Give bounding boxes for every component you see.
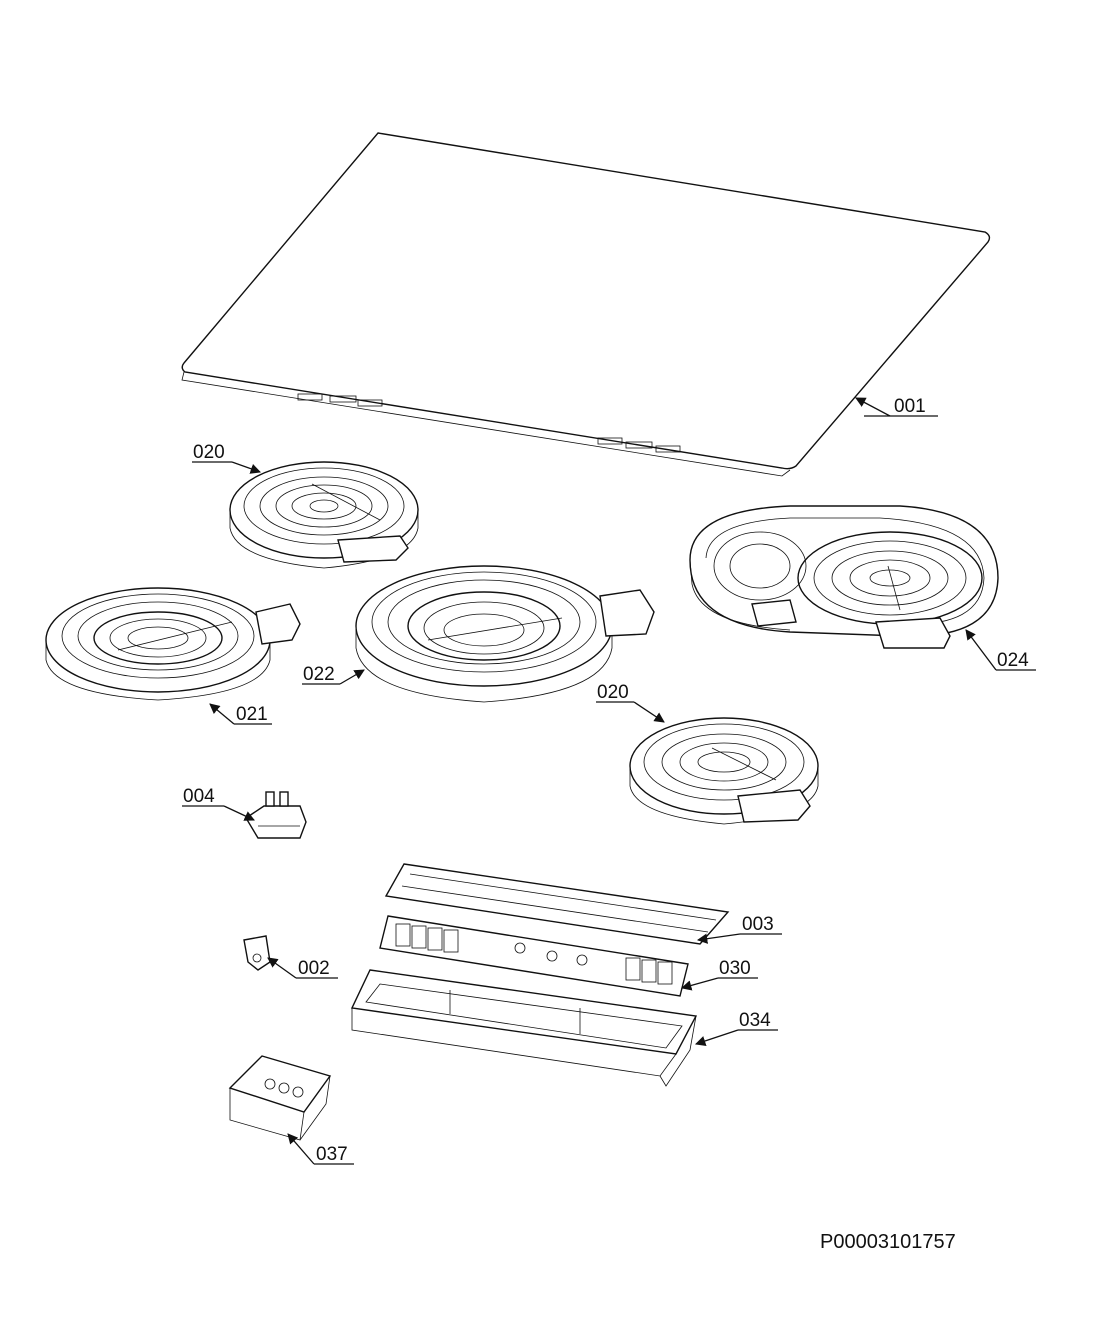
electronic-board [379,915,689,997]
radiant-element-dual-center [355,565,655,703]
label-003: 003 [742,914,774,935]
label-037: 037 [316,1144,348,1165]
board-housing [350,969,698,1087]
label-002: 002 [298,958,330,979]
label-001: 001 [894,396,926,417]
radiant-element-dual-left [45,587,301,701]
label-034: 034 [739,1010,771,1031]
label-004: 004 [183,786,215,807]
control-film [384,863,730,945]
fixing-clip [243,935,271,971]
label-021: 021 [236,704,268,725]
radiant-element-oval-right [689,505,999,649]
radiant-element-small-a [229,461,419,569]
label-020-top: 020 [193,442,225,463]
glass-cooktop-panel [181,132,991,477]
label-024: 024 [997,650,1029,671]
label-022: 022 [303,664,335,685]
radiant-element-small-b [629,717,819,825]
terminal-block [228,1055,332,1141]
terminal-clip [245,791,307,839]
document-id: P00003101757 [820,1231,956,1253]
leader-lines [182,397,1036,1165]
label-030: 030 [719,958,751,979]
label-020-bottom: 020 [597,682,629,703]
